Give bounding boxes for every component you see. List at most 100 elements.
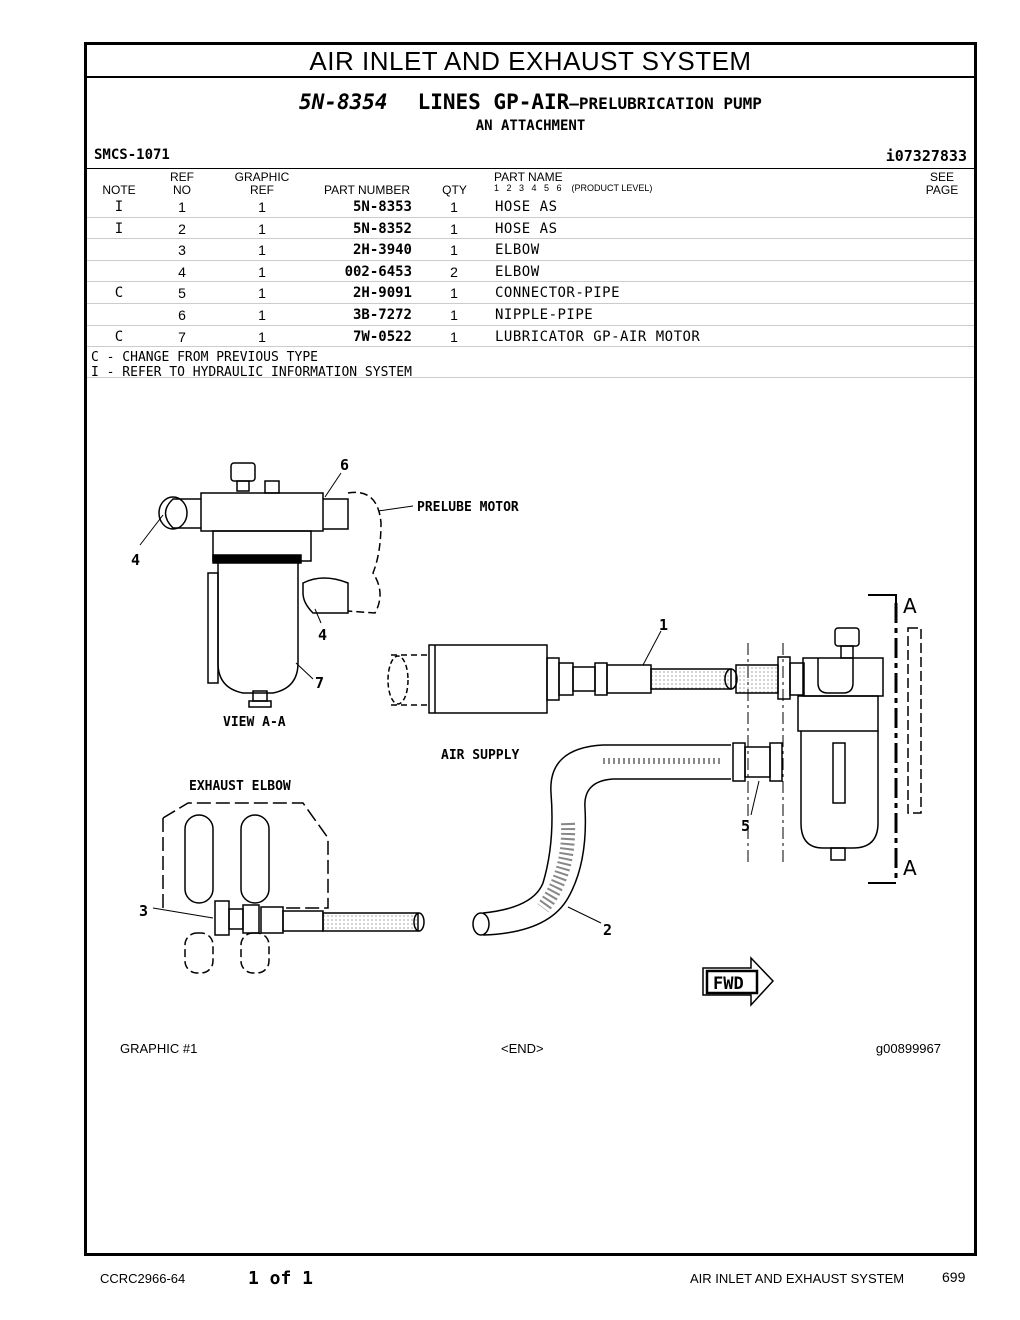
col-part-number: PART NUMBER — [323, 183, 410, 197]
exhaust-elbow-assembly — [162, 802, 425, 974]
leader-prelube — [377, 505, 414, 512]
lubricator-view-aa — [158, 462, 382, 708]
group-name-rest: —PRELUBRICATION PUMP — [569, 94, 762, 113]
leader-4b — [314, 608, 322, 624]
part-name-cell: ELBOW — [495, 242, 540, 259]
part-number-cell: 2H-3940 — [352, 242, 412, 259]
note-cell: I — [114, 220, 124, 237]
part-number-cell: 002-6453 — [344, 263, 412, 280]
col-see-bottom: PAGE — [925, 183, 959, 197]
part-number-cell: 5N-8353 — [352, 199, 412, 215]
graphic-ref-cell: 1 — [258, 199, 266, 215]
part-number-cell: 7W-0522 — [352, 328, 412, 345]
callout-4a: 4 — [131, 551, 140, 569]
air-supply-hose-2 — [472, 742, 783, 936]
part-number-cell: 3B-7272 — [352, 306, 412, 323]
part-name-cell: NIPPLE-PIPE — [495, 306, 594, 323]
graphic-id: g00899967 — [875, 1041, 941, 1056]
part-name-cell: HOSE AS — [495, 220, 558, 237]
callout-1: 1 — [659, 616, 668, 634]
qty-cell: 1 — [450, 242, 458, 259]
prelube-motor-label: PRELUBE MOTOR — [417, 500, 519, 515]
leader-2 — [567, 906, 602, 924]
callout-2: 2 — [603, 921, 612, 939]
lubricator-main — [735, 594, 922, 884]
qty-cell: 1 — [450, 199, 458, 215]
attachment-label: AN ATTACHMENT — [475, 118, 586, 134]
fwd-label: FWD — [713, 974, 744, 994]
ref-cell: 2 — [178, 220, 186, 237]
col-ref-top: REF — [170, 170, 194, 184]
callout-7: 7 — [315, 674, 324, 692]
note-cell: I — [114, 199, 124, 215]
part-name-cell: CONNECTOR-PIPE — [495, 285, 621, 302]
part-number-cell: 2H-9091 — [352, 285, 412, 302]
part-name-cell: HOSE AS — [495, 199, 558, 215]
page-of: 1 of 1 — [248, 1268, 314, 1289]
doc-id: CCRC2966-64 — [100, 1271, 186, 1286]
parts-illustration: A A — [131, 456, 922, 1007]
col-see-top: SEE — [929, 170, 954, 184]
callout-3: 3 — [139, 902, 148, 920]
table-row: 6 1 3B-7272 1 NIPPLE-PIPE — [87, 304, 974, 326]
footer-section: AIR INLET AND EXHAUST SYSTEM — [690, 1271, 905, 1286]
ref-cell: 1 — [178, 199, 186, 215]
note-change: C - CHANGE FROM PREVIOUS TYPE — [91, 350, 318, 365]
group-number: 5N-8354 — [299, 90, 388, 114]
callout-5: 5 — [741, 817, 750, 835]
view-label: VIEW A-A — [223, 715, 286, 730]
col-note: NOTE — [102, 183, 136, 197]
col-product-levels: 1 2 3 4 5 6 (PRODUCT LEVEL) — [494, 183, 653, 193]
table-row: I 2 1 5N-8352 1 HOSE AS — [87, 218, 974, 240]
ref-cell: 5 — [178, 285, 186, 302]
col-graphic-top: GRAPHIC — [234, 170, 290, 184]
part-name-cell: ELBOW — [495, 263, 540, 280]
callout-4b: 4 — [318, 626, 327, 644]
group-name-main: LINES GP-AIR — [417, 90, 570, 114]
part-number-cell: 5N-8352 — [352, 220, 412, 237]
leader-7 — [295, 662, 314, 680]
smcs-code: SMCS-1071 — [94, 147, 170, 163]
header-divider — [87, 168, 974, 169]
section-a-top: A — [903, 594, 917, 618]
graphic-ref-cell: 1 — [258, 285, 266, 302]
page-frame: AIR INLET AND EXHAUST SYSTEM 5N-8354 LINE… — [84, 42, 977, 1256]
qty-cell: 1 — [450, 306, 458, 323]
col-ref-bottom: NO — [173, 183, 191, 197]
graphic-ref-cell: 1 — [258, 242, 266, 259]
notes-divider — [87, 377, 974, 378]
section-title: AIR INLET AND EXHAUST SYSTEM — [87, 45, 974, 78]
ref-cell: 6 — [178, 306, 186, 323]
col-graphic-bottom: REF — [250, 183, 274, 197]
end-marker: <END> — [501, 1041, 544, 1056]
qty-cell: 1 — [450, 220, 458, 237]
page-number: 699 — [942, 1269, 966, 1285]
ref-cell: 7 — [178, 328, 186, 345]
ref-cell: 3 — [178, 242, 186, 259]
air-supply-label: AIR SUPPLY — [441, 748, 519, 763]
qty-cell: 2 — [450, 263, 458, 280]
graphic-ref-cell: 1 — [258, 306, 266, 323]
graphic-ref-cell: 1 — [258, 220, 266, 237]
exhaust-elbow-label: EXHAUST ELBOW — [189, 779, 291, 794]
note-cell: C — [114, 328, 124, 345]
leader-3 — [152, 907, 214, 919]
graphic-ref-cell: 1 — [258, 263, 266, 280]
callout-6: 6 — [340, 456, 349, 474]
leader-4a — [139, 514, 164, 546]
leader-1 — [642, 630, 662, 666]
group-title: 5N-8354 LINES GP-AIR—PRELUBRICATION PUMP — [87, 90, 974, 114]
note-refer: I - REFER TO HYDRAULIC INFORMATION SYSTE… — [91, 365, 412, 380]
qty-cell: 1 — [450, 285, 458, 302]
section-a-bottom: A — [903, 856, 917, 880]
qty-cell: 1 — [450, 328, 458, 345]
table-row: I 1 1 5N-8353 1 HOSE AS — [87, 196, 974, 218]
graphic-label: GRAPHIC #1 — [120, 1041, 198, 1056]
graphic-ref-cell: 1 — [258, 328, 266, 345]
leader-6 — [324, 472, 342, 498]
illustration-id: i07327833 — [885, 147, 967, 165]
